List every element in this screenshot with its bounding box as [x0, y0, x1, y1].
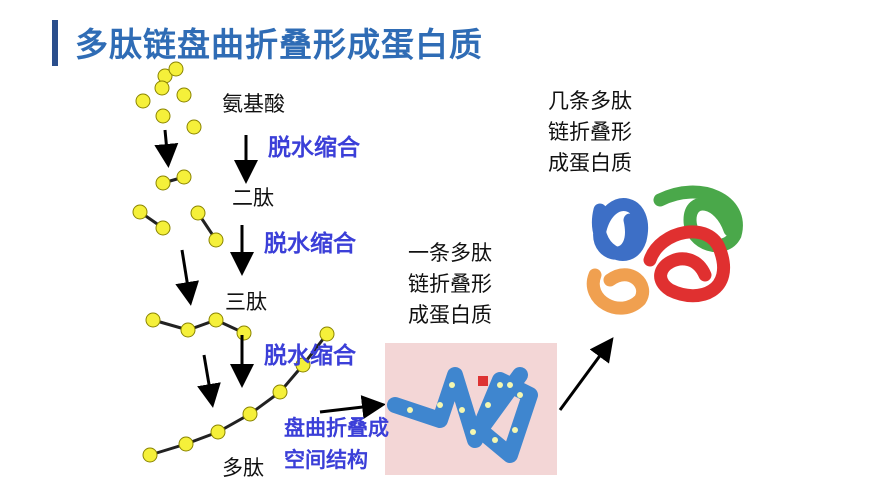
title-accent-bar — [52, 20, 58, 66]
label-dipeptide: 二肽 — [232, 186, 274, 210]
label-condensation-2: 脱水缩合 — [264, 231, 356, 257]
label-single-chain-protein: 一条多肽 链折叠形 成蛋白质 — [408, 238, 492, 331]
arrows — [154, 129, 614, 420]
text-line: 成蛋白质 — [548, 151, 632, 175]
text-line: 成蛋白质 — [408, 303, 492, 327]
label-multi-chain-protein: 几条多肽 链折叠形 成蛋白质 — [548, 86, 632, 179]
label-folding-2: 空间结构 — [284, 448, 368, 472]
label-amino-acid: 氨基酸 — [222, 92, 285, 116]
amino-acid-dots — [132, 61, 335, 463]
text-line: 链折叠形 — [408, 272, 492, 296]
label-polypeptide: 多肽 — [222, 456, 264, 480]
label-folding-1: 盘曲折叠成 — [284, 416, 389, 440]
label-tripeptide: 三肽 — [225, 290, 267, 314]
label-condensation-1: 脱水缩合 — [268, 135, 360, 161]
text-line: 链折叠形 — [548, 120, 632, 144]
quaternary-protein-image — [586, 185, 743, 315]
label-condensation-3: 脱水缩合 — [264, 343, 356, 369]
page-title: 多肽链盘曲折叠形成蛋白质 — [75, 25, 483, 64]
folded-protein-image — [385, 343, 557, 475]
text-line: 几条多肽 — [548, 89, 632, 113]
text-line: 一条多肽 — [408, 241, 492, 265]
